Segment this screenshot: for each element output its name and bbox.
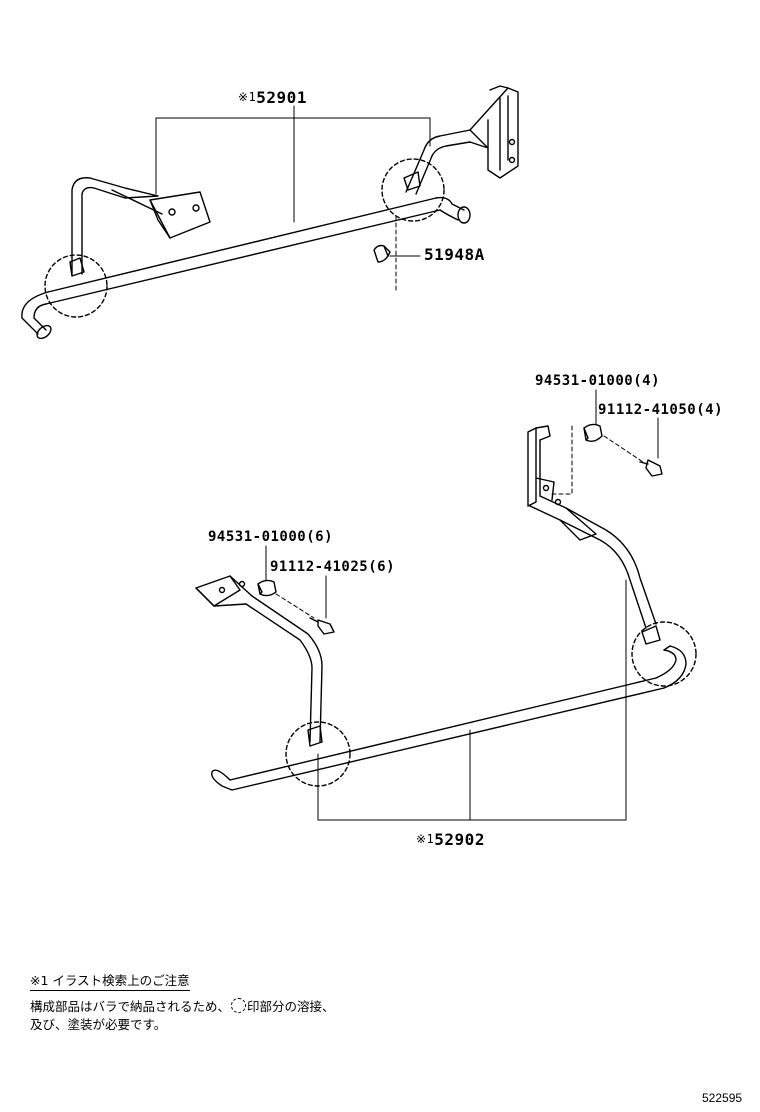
diagram-id: 522595 bbox=[702, 1091, 743, 1105]
part-number: 91112-41050 bbox=[598, 402, 697, 418]
callout-91112-41050-4[interactable]: 91112-41050(4) bbox=[598, 403, 723, 417]
note-text: 及び、塗装が必要です。 bbox=[30, 1017, 167, 1032]
bumper-bar-top bbox=[21, 196, 471, 340]
callout-52901[interactable]: ※152901 bbox=[238, 90, 307, 106]
weld-circles-bottom bbox=[285, 621, 697, 787]
note-text: 構成部品はバラで納品されるため、 bbox=[30, 999, 231, 1014]
note-text: 印部分の溶接、 bbox=[247, 999, 335, 1014]
quantity: (6) bbox=[368, 559, 396, 575]
note-title: ※1 イラスト検索上のご注意 bbox=[30, 973, 190, 991]
left-stay-top bbox=[69, 177, 211, 277]
nut-94531-left bbox=[257, 579, 277, 597]
part-number: 94531-01000 bbox=[208, 529, 307, 545]
bolt-91112-right bbox=[639, 459, 663, 477]
callout-94531-01000-4[interactable]: 94531-01000(4) bbox=[535, 374, 660, 388]
quantity: (4) bbox=[696, 402, 724, 418]
note-line-1: 構成部品はバラで納品されるため、 印部分の溶接、 bbox=[30, 998, 335, 1014]
callout-91112-41025-6[interactable]: 91112-41025(6) bbox=[270, 560, 395, 574]
callout-52902[interactable]: ※152902 bbox=[416, 832, 485, 848]
right-stay-top bbox=[403, 85, 519, 195]
leader-52902 bbox=[317, 579, 627, 821]
clip-51948a bbox=[373, 244, 391, 263]
quantity: (4) bbox=[633, 373, 661, 389]
part-number: 52901 bbox=[256, 88, 307, 107]
weld-circles-top bbox=[44, 158, 445, 318]
part-number: 94531-01000 bbox=[535, 373, 634, 389]
leader-51948a bbox=[389, 215, 421, 291]
left-stay-bottom bbox=[195, 575, 323, 747]
part-number: 51948A bbox=[424, 245, 485, 264]
note-line-2: 及び、塗装が必要です。 bbox=[30, 1017, 167, 1032]
leaders-left-hardware bbox=[265, 545, 327, 619]
callout-94531-01000-6[interactable]: 94531-01000(6) bbox=[208, 530, 333, 544]
nut-94531-right bbox=[583, 423, 603, 443]
callout-51948a[interactable]: 51948A bbox=[424, 247, 485, 263]
part-number: 91112-41025 bbox=[270, 559, 369, 575]
quantity: (6) bbox=[306, 529, 334, 545]
right-stay-bottom bbox=[527, 425, 661, 645]
bolt-91112-left bbox=[309, 617, 335, 635]
ref-mark: ※1 bbox=[416, 832, 435, 846]
bumper-bar-bottom bbox=[211, 645, 687, 791]
part-number: 52902 bbox=[434, 830, 485, 849]
ref-mark: ※1 bbox=[238, 90, 257, 104]
leaders-right-hardware bbox=[549, 389, 659, 495]
dashed-circle-icon bbox=[231, 998, 247, 1013]
leader-52901 bbox=[155, 105, 431, 223]
